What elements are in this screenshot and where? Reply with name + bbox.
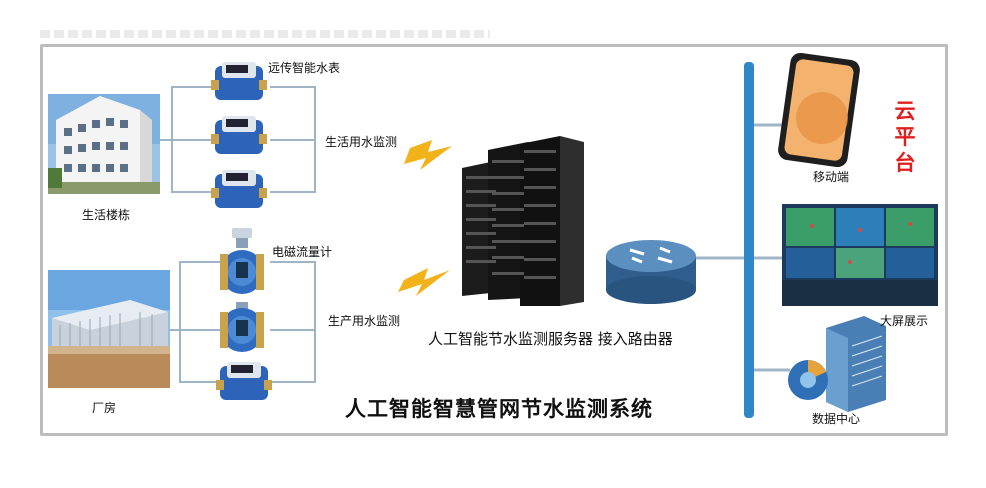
server-rack-icon [462,136,584,306]
data-center-icon [788,316,886,412]
cloud-char-2: 平 [894,125,916,149]
cloud-char-1: 云 [894,99,916,123]
connectors-production [170,261,316,383]
bus-bar [744,62,754,418]
water-meter-icon-3 [211,170,267,208]
cloud-char-3: 台 [894,151,916,175]
connectors-right [696,123,790,372]
water-meter-icon-2 [211,116,267,154]
connectors-domestic [160,86,316,193]
flowmeter-icon-2 [220,302,264,352]
flowmeter-icon-1 [220,228,264,294]
smart-meter-label: 远传智能水表 [268,61,341,75]
phone-icon [778,52,860,168]
factory-label: 厂房 [92,401,117,415]
production-monitoring-label: 生产用水监测 [328,314,401,328]
water-meter-icon-1 [211,62,267,100]
lightning-icon-1 [404,140,452,170]
factory-icon [48,270,170,388]
em-flowmeter-label: 电磁流量计 [272,245,333,259]
diagram-title: 人工智能智慧管网节水监测系统 [345,397,653,421]
mobile-label: 移动端 [813,170,850,184]
residential-building-label: 生活楼栋 [82,208,131,222]
monitor-wall-icon [782,204,938,306]
server-router-label: 人工智能节水监测服务器 接入路由器 [428,330,673,348]
big-screen-label: 大屏展示 [880,314,929,328]
lightning-icon-2 [398,268,450,296]
cloud-platform-label: 云 平 台 [890,98,920,176]
domestic-monitoring-label: 生活用水监测 [325,135,398,149]
router-icon [606,240,696,304]
data-center-label: 数据中心 [812,412,861,426]
diagram-frame [40,44,948,436]
building-icon [48,94,160,194]
faded-top-text [40,30,490,38]
water-meter-icon-4 [216,362,272,400]
